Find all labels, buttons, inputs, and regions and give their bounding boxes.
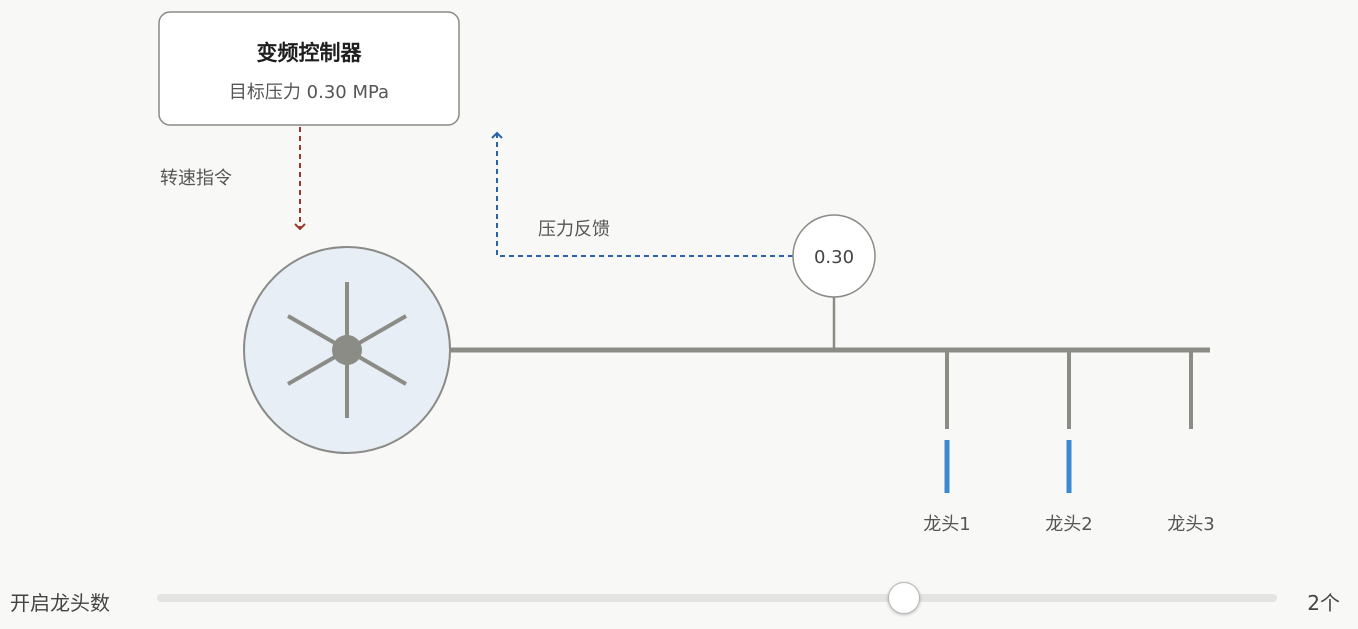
faucet-count-control: 开启龙头数 2个	[0, 578, 1358, 622]
slider-thumb[interactable]	[887, 582, 920, 614]
pump	[243, 246, 451, 454]
faucet-label: 龙头1	[923, 514, 970, 535]
faucet-label: 龙头2	[1045, 514, 1092, 535]
pump-hub	[332, 335, 362, 365]
slider-value: 2个	[1307, 591, 1340, 615]
pressure-gauge: 0.30	[792, 214, 876, 298]
pressure-gauge-reading: 0.30	[814, 247, 854, 268]
controller-box: 变频控制器 目标压力 0.30 MPa	[158, 11, 460, 126]
controller-target-pressure: 目标压力 0.30 MPa	[229, 82, 389, 103]
speed-command-label: 转速指令	[160, 168, 232, 189]
faucets: 龙头1 龙头2 龙头3	[923, 350, 1215, 535]
slider-track[interactable]	[157, 582, 1277, 614]
pressure-feedback-arrow	[491, 131, 793, 257]
faucet-label: 龙头3	[1167, 514, 1214, 535]
controller-title: 变频控制器	[257, 41, 363, 65]
slider-label: 开启龙头数	[10, 591, 110, 615]
pressure-feedback-label: 压力反馈	[538, 219, 610, 240]
faucet-1: 龙头1	[923, 350, 971, 535]
faucet-2: 龙头2	[1045, 350, 1093, 535]
faucet-3: 龙头3	[1167, 350, 1215, 535]
